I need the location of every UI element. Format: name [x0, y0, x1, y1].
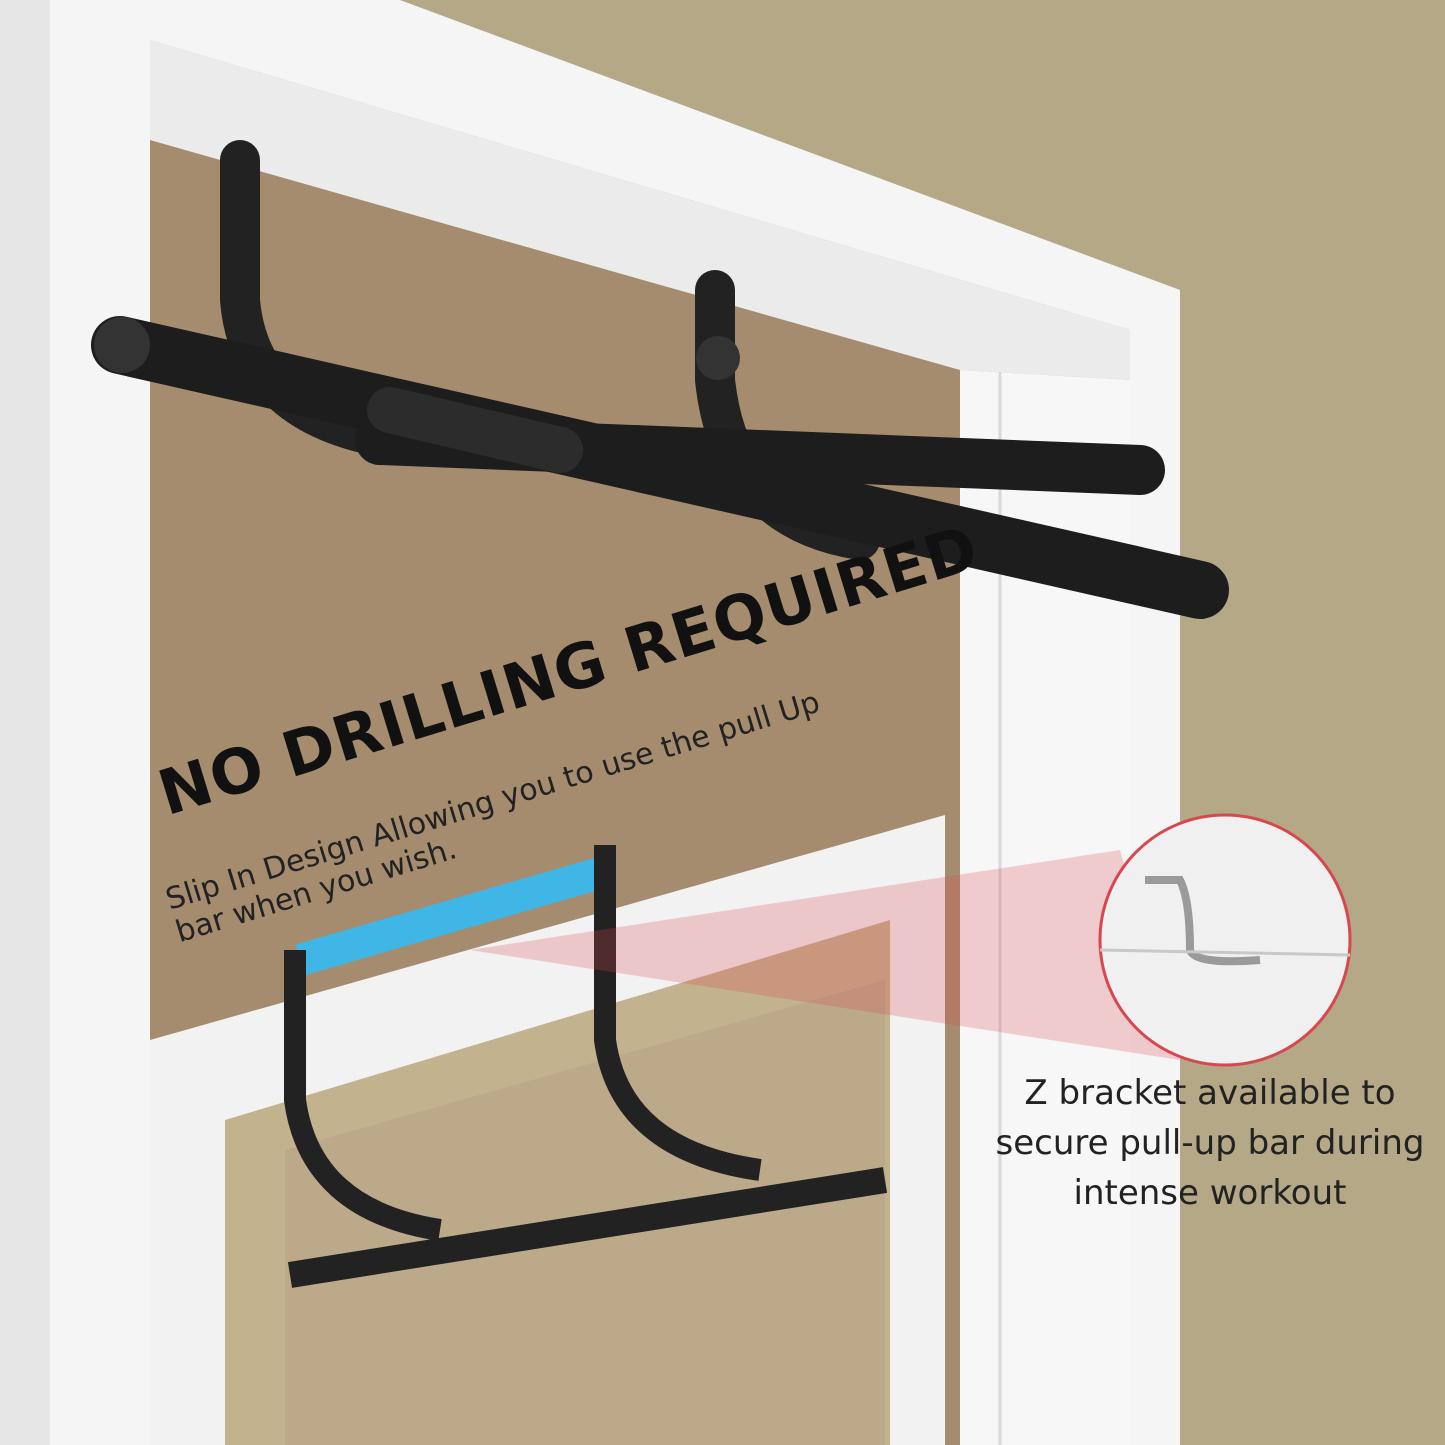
inset-door: [150, 815, 945, 1445]
bracket-highlight: [295, 854, 615, 976]
bracket-zoom-circle: [1098, 813, 1352, 1067]
bracket-caption: Z bracket available to secure pull-up ba…: [995, 1073, 1425, 1213]
door-jamb: [960, 370, 1130, 1445]
callout-beam: [470, 850, 1180, 1060]
pull-up-bar: [91, 140, 1229, 619]
door-frame-top: [150, 40, 1130, 380]
z-bracket-icon: [1145, 876, 1261, 966]
